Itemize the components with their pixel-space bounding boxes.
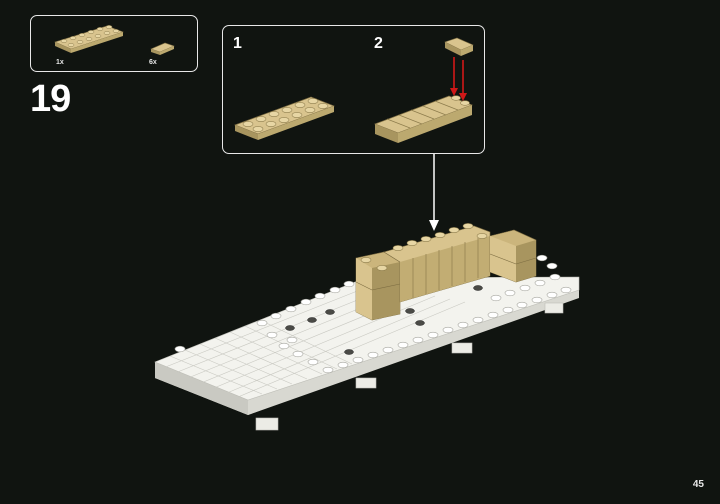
tan-tile-1x2-icon bbox=[150, 42, 175, 55]
page-number: 45 bbox=[692, 479, 704, 490]
part-qty-plate: 1x bbox=[56, 59, 64, 66]
tan-plate-2x6-icon bbox=[54, 25, 124, 53]
placement-arrows bbox=[450, 57, 467, 101]
substep-callout: 1 2 bbox=[222, 25, 485, 154]
step-number: 19 bbox=[30, 78, 71, 120]
substep2-tiled-plate-illustration bbox=[374, 37, 474, 143]
substep1-plate-illustration bbox=[234, 96, 335, 140]
parts-list-art bbox=[54, 25, 175, 55]
tan-building-structure bbox=[355, 223, 537, 321]
substep-art bbox=[234, 37, 474, 143]
callout-pointer-arrow bbox=[429, 154, 439, 231]
white-baseplate bbox=[154, 254, 580, 431]
part-qty-tile: 6x bbox=[149, 59, 157, 66]
substep-number-2: 2 bbox=[374, 35, 383, 52]
substep-number-1: 1 bbox=[233, 35, 242, 52]
parts-list-callout: 1x 6x bbox=[30, 15, 198, 72]
